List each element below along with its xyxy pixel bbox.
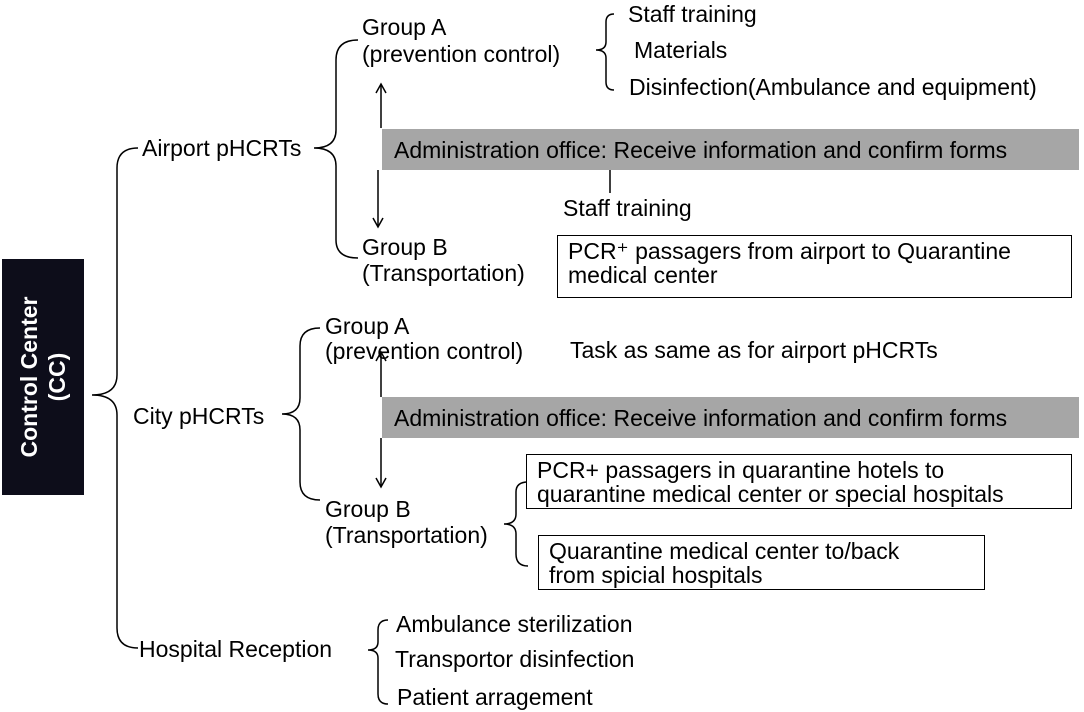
city-group-b-task-line: PCR+ passagers in quarantine hotels to bbox=[537, 457, 945, 483]
airport-task-item: Materials bbox=[634, 37, 728, 63]
airport-group-a-subtitle: (prevention control) bbox=[362, 41, 561, 67]
city-admin-office: Administration office: Receive informati… bbox=[382, 397, 1079, 438]
airport-group-b-task-line: PCR⁺ passagers from airport to Quarantin… bbox=[568, 238, 1011, 264]
city-group-a-task: Task as same as for airport pHCRTs bbox=[570, 337, 938, 363]
city-group-a-title: Group A bbox=[325, 313, 410, 339]
airport-group-b-title: Group B bbox=[362, 234, 448, 260]
hospital-label: Hospital Reception bbox=[139, 636, 333, 662]
city-group-b-subtitle: (Transportation) bbox=[325, 522, 488, 548]
city-group-b-title: Group B bbox=[325, 496, 411, 522]
city-group-b-task-line: from spicial hospitals bbox=[549, 562, 763, 588]
city-bracket bbox=[281, 327, 321, 501]
airport-admin-office: Administration office: Receive informati… bbox=[382, 129, 1079, 170]
city-group-b-task-line: Quarantine medical center to/back bbox=[549, 538, 900, 564]
city-group-b-task-box-1: PCR+ passagers in quarantine hotels to q… bbox=[526, 454, 1072, 509]
control-center-label: Control Center (CC) bbox=[15, 297, 71, 458]
hospital-task-item: Patient arragement bbox=[397, 684, 593, 710]
airport-bracket bbox=[313, 39, 359, 259]
airport-task-bracket bbox=[595, 13, 615, 91]
airport-staff-training: Staff training bbox=[563, 195, 692, 221]
airport-group-b-task-line: medical center bbox=[568, 262, 718, 288]
control-center-abbrev: (CC) bbox=[44, 352, 70, 402]
hospital-task-item: Transportor disinfection bbox=[395, 646, 635, 672]
airport-group-b-subtitle: (Transportation) bbox=[362, 260, 525, 286]
hospital-task-item: Ambulance sterilization bbox=[396, 611, 633, 637]
airport-group-b-task-box: PCR⁺ passagers from airport to Quarantin… bbox=[557, 235, 1072, 298]
airport-task-item: Disinfection(Ambulance and equipment) bbox=[629, 74, 1037, 100]
control-center-box: Control Center (CC) bbox=[2, 259, 84, 495]
city-group-a-subtitle: (prevention control) bbox=[325, 338, 524, 364]
hospital-bracket bbox=[367, 619, 389, 705]
city-label: City pHCRTs bbox=[133, 403, 265, 429]
city-group-b-task-box-2: Quarantine medical center to/back from s… bbox=[538, 535, 985, 590]
city-group-b-task-line: quarantine medical center or special hos… bbox=[537, 481, 1004, 507]
airport-label: Airport pHCRTs bbox=[142, 135, 302, 161]
main-bracket bbox=[91, 147, 139, 649]
city-groupb-bracket bbox=[503, 481, 529, 567]
airport-group-a-title: Group A bbox=[362, 14, 447, 40]
control-center-title: Control Center bbox=[16, 296, 42, 458]
airport-task-item: Staff training bbox=[628, 1, 757, 27]
